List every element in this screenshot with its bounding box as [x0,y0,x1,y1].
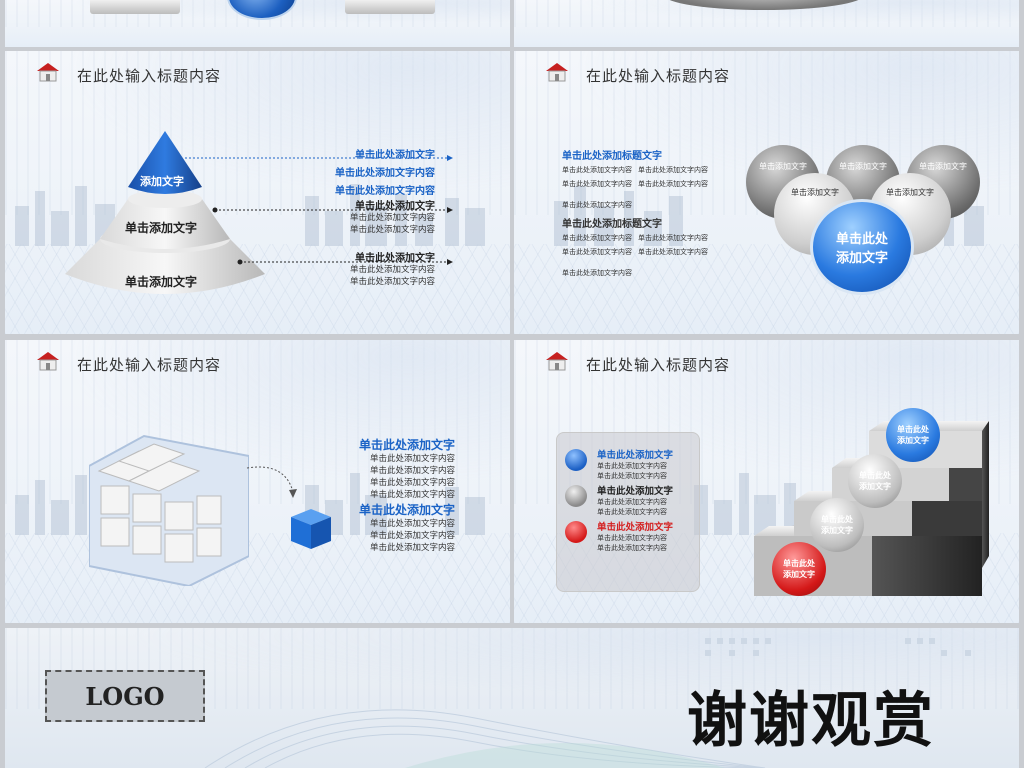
spheres-line[interactable]: 单击此处添加文字内容 [562,180,632,188]
red-stair-ball[interactable]: 单击此处添加文字 [772,542,826,596]
spheres-line[interactable]: 单击此处添加文字内容 [638,180,708,188]
slide-pyramid[interactable]: 在此处输入标题内容 添加文字 单击添加文字 单击添加文字 单击 [5,51,510,334]
stairs-item-title[interactable]: 单击此处添加文字 [597,522,674,533]
spheres-line[interactable]: 单击此处添加文字内容 [638,166,708,174]
spheres-line[interactable]: 单击此处添加文字内容 [562,248,632,256]
stairs-legend-panel: 单击此处添加文字 单击此处添加文字内容 单击此处添加文字内容 单击此处添加文字 … [556,432,700,592]
curved-arrow [246,466,297,498]
spheres-line[interactable]: 单击此处添加文字内容 [638,248,708,256]
stairs-line[interactable]: 单击此处添加文字内容 [597,498,667,506]
gray-ellipse [664,0,864,10]
logo-placeholder[interactable]: LOGO [45,670,205,722]
spheres-text-block: 单击此处添加标题文字 单击此处添加文字内容单击此处添加文字内容 单击此处添加文字… [562,147,732,279]
spheres-line[interactable]: 单击此处添加文字内容 [638,234,708,242]
pyramid-right-block-3: 单击此处添加文字 单击此处添加文字内容 单击此处添加文字内容 [350,249,435,288]
stairs-item-3: 单击此处添加文字 单击此处添加文字内容 单击此处添加文字内容 [597,519,673,553]
blue-circle [227,0,297,20]
slide-title[interactable]: 在此处输入标题内容 [77,356,222,374]
slide-title[interactable]: 在此处输入标题内容 [77,67,222,85]
stairs-line[interactable]: 单击此处添加文字内容 [597,534,667,542]
pyramid-low-title[interactable]: 单击此处添加文字 [355,253,435,264]
slide-top-left[interactable] [5,0,510,47]
thanks-heading[interactable]: 谢谢观赏 [687,686,935,756]
gray-ball-icon [565,485,587,507]
hex-floor [514,244,1019,334]
cube-graphic [89,434,249,586]
cube-line[interactable]: 单击此处添加文字内容 [369,543,455,553]
pyramid-mid-line-1[interactable]: 单击此处添加文字内容 [349,213,435,223]
stairs-item-1: 单击此处添加文字 单击此处添加文字内容 单击此处添加文字内容 [597,447,673,481]
gray-stair-ball[interactable]: 单击此处添加文字 [810,498,864,552]
cube-line[interactable]: 单击此处添加文字内容 [369,466,455,476]
cube-text-block: 单击此处添加文字 单击此处添加文字内容 单击此处添加文字内容 单击此处添加文字内… [359,436,455,554]
house-icon [546,63,568,82]
city-skyline [15,473,485,535]
slide-stairs[interactable]: 在此处输入标题内容 单击此处添加文字 单击此处添加文字内容 单击此处添加文字内容… [514,340,1019,623]
pyramid-top-label[interactable]: 添加文字 [140,175,184,188]
stairs-line[interactable]: 单击此处添加文字内容 [597,508,667,516]
spheres-line[interactable]: 单击此处添加文字内容 [562,269,632,277]
pyramid-right-sub1[interactable]: 单击此处添加文字内容 [335,168,435,179]
house-icon [546,352,568,371]
pyramid-graphic [65,131,265,294]
pyramid-low-line-2[interactable]: 单击此处添加文字内容 [349,277,435,287]
red-ball-icon [565,521,587,543]
spheres-heading-1[interactable]: 单击此处添加标题文字 [562,151,662,162]
pyramid-right-title[interactable]: 单击此处添加文字 [355,150,435,161]
blue-cube-icon [291,509,331,549]
pyramid-right-block-2: 单击此处添加文字 单击此处添加文字内容 单击此处添加文字内容 [350,197,435,236]
stairs-line[interactable]: 单击此处添加文字内容 [597,544,667,552]
stairs-item-2: 单击此处添加文字 单击此处添加文字内容 单击此处添加文字内容 [597,483,673,517]
blue-ball-icon [565,449,587,471]
cube-line[interactable]: 单击此处添加文字内容 [369,519,455,529]
slide-title[interactable]: 在此处输入标题内容 [586,356,731,374]
slide-title[interactable]: 在此处输入标题内容 [586,67,731,85]
stairs-item-title[interactable]: 单击此处添加文字 [597,450,674,461]
gray-stair-ball[interactable]: 单击此处添加文字 [848,454,902,508]
pyramid-right-sub2[interactable]: 单击此处添加文字内容 [335,186,435,197]
slide-top-right[interactable] [514,0,1019,47]
pyramid-right-block-1: 单击此处添加文字 单击此处添加文字内容 单击此处添加文字内容 [335,146,435,197]
cube-title-2[interactable]: 单击此处添加文字 [358,503,455,517]
house-icon [37,352,59,371]
pyramid-bottom-label[interactable]: 单击添加文字 [125,275,198,289]
cube-line[interactable]: 单击此处添加文字内容 [369,490,455,500]
cube-title-1[interactable]: 单击此处添加文字 [358,438,455,452]
gray-block [345,0,435,14]
cube-line[interactable]: 单击此处添加文字内容 [369,478,455,488]
spheres-line[interactable]: 单击此处添加文字内容 [562,234,632,242]
city-skyline [15,184,485,246]
house-icon [37,63,59,82]
city-skyline [694,473,796,535]
pyramid-low-line-1[interactable]: 单击此处添加文字内容 [349,265,435,275]
gray-block [90,0,180,14]
stairs-line[interactable]: 单击此处添加文字内容 [597,472,667,480]
pyramid-mid-line-2[interactable]: 单击此处添加文字内容 [349,225,435,235]
spheres-heading-2[interactable]: 单击此处添加标题文字 [562,219,662,230]
stairs-line[interactable]: 单击此处添加文字内容 [597,462,667,470]
pyramid-connectors [185,155,453,265]
slide-spheres[interactable]: 在此处输入标题内容 单击此处添加标题文字 单击此处添加文字内容单击此处添加文字内… [514,51,1019,334]
spheres-line[interactable]: 单击此处添加文字内容 [562,201,632,209]
slide-cube[interactable]: 在此处输入标题内容 单击此处添加文字 单击此处添加文字内容 单击此处添 [5,340,510,623]
stairs-item-title[interactable]: 单击此处添加文字 [597,486,674,497]
pyramid-mid-title[interactable]: 单击此处添加文字 [355,201,435,212]
pyramid-mid-label[interactable]: 单击添加文字 [125,221,198,235]
slide-end[interactable]: LOGO 谢谢观赏 [5,628,1019,768]
main-blue-sphere[interactable]: 单击此处添加文字 [810,199,914,295]
cube-line[interactable]: 单击此处添加文字内容 [369,454,455,464]
blue-stair-ball[interactable]: 单击此处添加文字 [886,408,940,462]
spheres-line[interactable]: 单击此处添加文字内容 [562,166,632,174]
wave-background [204,638,971,768]
cube-line[interactable]: 单击此处添加文字内容 [369,531,455,541]
